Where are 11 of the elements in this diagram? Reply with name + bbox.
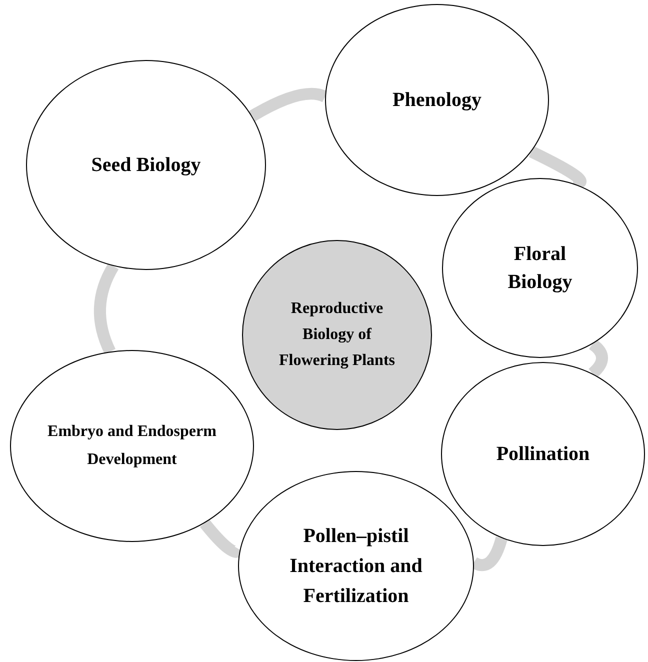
topic-label: Seed Biology [91,153,201,178]
ring-connector [588,339,608,378]
ring-connector [528,146,586,190]
topic-label: Phenology [392,88,482,113]
ring-connector [249,88,328,122]
topic-label: Pollen–pistil Interaction and Fertilization [288,524,424,609]
topic-label: Pollination [495,442,591,467]
topic-label: Floral Biology [506,242,574,295]
ring-connector [94,263,119,354]
topic-label: Reproductive Biology of Flowering Plants [278,299,396,371]
topic-label: Embryo and Endosperm Development [47,422,217,470]
